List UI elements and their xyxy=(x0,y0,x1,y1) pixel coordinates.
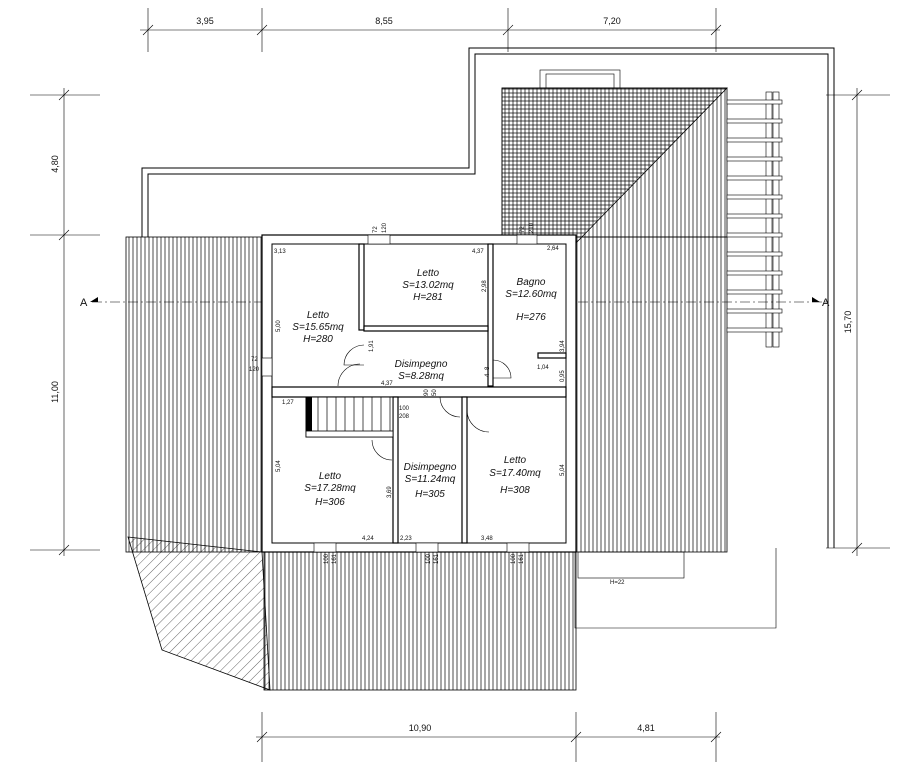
svg-text:100: 100 xyxy=(324,553,330,564)
svg-text:H=305: H=305 xyxy=(415,489,445,500)
svg-text:S=17.28mq: S=17.28mq xyxy=(304,483,356,494)
staircase xyxy=(305,396,394,438)
dim-bottom-1: 10,90 xyxy=(409,723,432,733)
svg-text:50: 50 xyxy=(432,389,438,396)
balcony-label: H=22 xyxy=(610,580,625,586)
dim-127: 1,27 xyxy=(282,400,294,406)
room-letto-4: Letto S=17.40mq H=308 xyxy=(489,455,541,496)
room-letto-3: Letto S=17.28mq H=306 xyxy=(304,471,356,508)
svg-text:100: 100 xyxy=(511,553,517,564)
svg-text:S=12.60mq: S=12.60mq xyxy=(505,289,557,300)
svg-text:Letto: Letto xyxy=(307,310,330,321)
svg-text:Disimpegno: Disimpegno xyxy=(404,462,457,473)
dim-104: 1,04 xyxy=(537,365,549,371)
svg-text:Letto: Letto xyxy=(504,455,527,466)
pergola-bar xyxy=(726,137,783,143)
svg-text:90: 90 xyxy=(424,389,430,396)
inner-dimensions: 3,13 4,37 2,64 5,00 2,98 1,91 4,37 3,94 … xyxy=(274,246,566,542)
svg-text:H=281: H=281 xyxy=(413,292,443,303)
svg-text:S=15.65mq: S=15.65mq xyxy=(292,322,344,333)
svg-text:S=8.28mq: S=8.28mq xyxy=(398,371,444,382)
pergola-bar xyxy=(726,251,783,257)
dim-bottom-2: 4,81 xyxy=(637,723,655,733)
dim-right-1: 15,70 xyxy=(843,311,853,334)
roof-hatching xyxy=(125,69,728,691)
svg-text:161: 161 xyxy=(332,553,338,564)
dim-313: 3,13 xyxy=(274,249,286,255)
section-mark-right: A xyxy=(822,297,830,309)
svg-text:100: 100 xyxy=(399,406,410,412)
room-bagno: Bagno S=12.60mq H=276 xyxy=(505,277,557,323)
svg-text:H=306: H=306 xyxy=(315,497,345,508)
dim-394: 3,94 xyxy=(560,340,566,352)
svg-text:161: 161 xyxy=(434,553,440,564)
dim-left-2: 11,00 xyxy=(50,381,60,403)
dim-top-3: 7,20 xyxy=(603,16,621,26)
svg-text:100: 100 xyxy=(426,553,432,564)
svg-text:S=11.24mq: S=11.24mq xyxy=(405,474,456,485)
svg-text:S=13.02mq: S=13.02mq xyxy=(402,280,454,291)
pergola-bar xyxy=(726,118,783,124)
room-disimpegno-2: Disimpegno S=11.24mq H=305 xyxy=(404,462,457,500)
dim-424: 4,24 xyxy=(362,536,374,542)
pergola xyxy=(726,91,783,348)
svg-text:4: 4 xyxy=(485,373,491,377)
dim-369: 3,69 xyxy=(387,486,393,498)
svg-text:S=17.40mq: S=17.40mq xyxy=(489,468,541,479)
pergola-bar xyxy=(726,213,783,219)
dim-223: 2,23 xyxy=(400,536,412,542)
svg-text:72: 72 xyxy=(520,226,526,233)
dimension-lines xyxy=(30,8,890,762)
opening-labels: 72 120 72 210 72 120 100 208 90 50 100 1… xyxy=(249,222,625,586)
dim-504a: 5,04 xyxy=(276,460,282,472)
dim-437b: 4,37 xyxy=(381,381,393,387)
pergola-bar xyxy=(726,175,783,181)
pergola-bar xyxy=(726,270,783,276)
svg-text:8: 8 xyxy=(485,366,491,370)
dim-top-1: 3,95 xyxy=(196,16,214,26)
pergola-bar xyxy=(726,327,783,333)
svg-text:208: 208 xyxy=(399,414,410,420)
room-letto-2: Letto S=13.02mq H=281 xyxy=(402,268,454,303)
svg-text:Letto: Letto xyxy=(417,268,440,279)
room-letto-1: Letto S=15.65mq H=280 xyxy=(292,310,344,345)
room-disimpegno-1: Disimpegno S=8.28mq xyxy=(395,359,448,382)
svg-text:H=308: H=308 xyxy=(500,485,530,496)
pergola-bar xyxy=(726,99,783,105)
section-mark-left: A xyxy=(80,297,88,309)
dim-298: 2,98 xyxy=(482,280,488,292)
dim-500: 5,00 xyxy=(276,320,282,332)
dim-191: 1,91 xyxy=(369,340,375,352)
door-swings xyxy=(337,344,512,461)
pergola-bar xyxy=(726,156,783,162)
dim-top-2: 8,55 xyxy=(375,16,393,26)
pergola-bar xyxy=(726,289,783,295)
svg-text:72: 72 xyxy=(251,357,258,363)
svg-text:72: 72 xyxy=(373,226,379,233)
dim-095: 0,95 xyxy=(560,370,566,382)
dim-348: 3,48 xyxy=(481,536,493,542)
pergola-bar xyxy=(726,308,783,314)
svg-text:Bagno: Bagno xyxy=(517,277,546,288)
building-walls xyxy=(261,234,577,553)
dimension-labels: 3,95 8,55 7,20 10,90 4,81 4,80 11,00 15,… xyxy=(50,16,853,733)
svg-text:H=280: H=280 xyxy=(303,334,333,345)
dim-264: 2,64 xyxy=(547,246,559,252)
dim-437a: 4,37 xyxy=(472,249,484,255)
pergola-bar xyxy=(726,194,783,200)
svg-text:H=276: H=276 xyxy=(516,312,546,323)
room-labels: Letto S=15.65mq H=280 Letto S=13.02mq H=… xyxy=(292,268,557,508)
dim-left-1: 4,80 xyxy=(50,155,60,173)
svg-text:161: 161 xyxy=(519,553,525,564)
dim-504b: 5,04 xyxy=(560,464,566,476)
svg-text:Disimpegno: Disimpegno xyxy=(395,359,448,370)
svg-text:120: 120 xyxy=(249,367,260,373)
pergola-bar xyxy=(726,232,783,238)
svg-text:210: 210 xyxy=(529,222,535,233)
svg-text:Letto: Letto xyxy=(319,471,342,482)
svg-text:120: 120 xyxy=(382,222,388,233)
